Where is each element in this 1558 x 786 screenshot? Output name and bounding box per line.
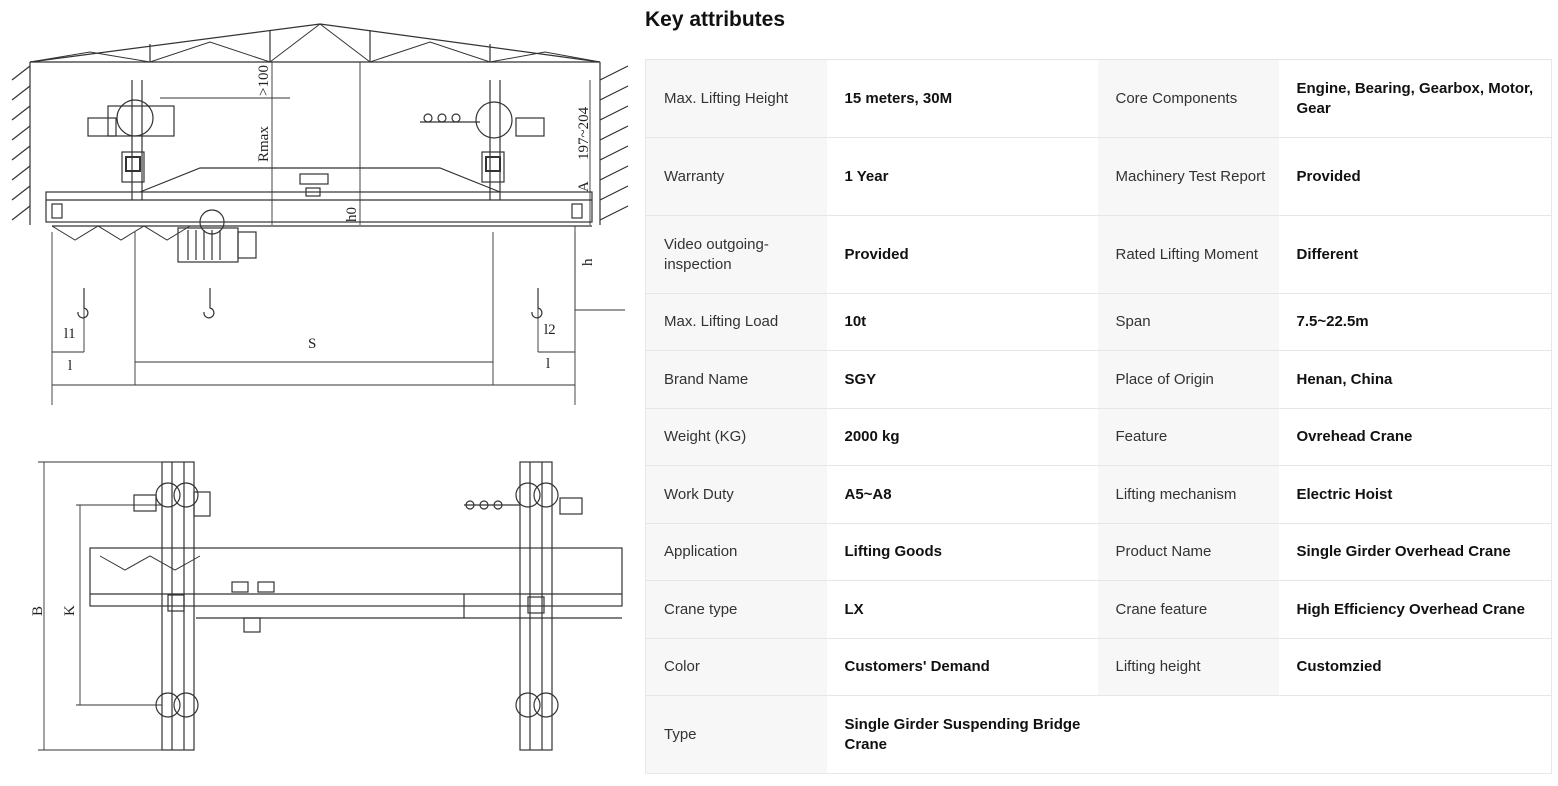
attribute-value: SGY	[826, 350, 1098, 409]
crane-drawing-svg: Rmax >100 197~204 A h0 h S l1 l2 l l B K	[11, 23, 629, 751]
table-row: Color Customers' Demand Lifting height C…	[645, 638, 1552, 696]
table-row: Weight (KG) 2000 kg Feature Ovrehead Cra…	[645, 408, 1552, 466]
label-s: S	[308, 336, 316, 352]
attribute-value: High Efficiency Overhead Crane	[1278, 580, 1552, 639]
table-row: Type Single Girder Suspending Bridge Cra…	[645, 695, 1552, 774]
table-row: Work Duty A5~A8 Lifting mechanism Electr…	[645, 465, 1552, 524]
attribute-label: Work Duty	[645, 465, 827, 524]
label-a: A	[576, 181, 592, 192]
attribute-label: Place of Origin	[1097, 350, 1279, 409]
table-row: Max. Lifting Height 15 meters, 30M Core …	[645, 59, 1552, 138]
attribute-value: Provided	[1278, 137, 1552, 216]
empty-cell	[1278, 695, 1552, 774]
attribute-value: Single Girder Suspending Bridge Crane	[826, 695, 1098, 774]
plan-dimensions	[38, 461, 162, 751]
attribute-label: Type	[645, 695, 827, 774]
attribute-value: 15 meters, 30M	[826, 59, 1098, 138]
label-gt100: >100	[256, 65, 272, 96]
attribute-value: A5~A8	[826, 465, 1098, 524]
table-row: Max. Lifting Load 10t Span 7.5~22.5m	[645, 293, 1552, 351]
crane-technical-drawing: Rmax >100 197~204 A h0 h S l1 l2 l l B K	[0, 0, 635, 781]
attribute-label: Lifting mechanism	[1097, 465, 1279, 524]
attribute-value: Engine, Bearing, Gearbox, Motor, Gear	[1278, 59, 1552, 138]
attribute-label: Max. Lifting Load	[645, 293, 827, 351]
attribute-value: Customers' Demand	[826, 638, 1098, 696]
attribute-label: Product Name	[1097, 523, 1279, 581]
attribute-label: Crane type	[645, 580, 827, 639]
label-197-204: 197~204	[576, 106, 592, 160]
attribute-label: Max. Lifting Height	[645, 59, 827, 138]
label-k: K	[62, 605, 78, 616]
attribute-value: Provided	[826, 215, 1098, 294]
label-h: h	[580, 258, 596, 266]
attribute-label: Warranty	[645, 137, 827, 216]
end-truck-right	[420, 80, 545, 200]
label-rmax: Rmax	[256, 126, 272, 162]
plan-girder	[89, 547, 623, 633]
roof-truss	[29, 23, 601, 63]
attribute-label: Color	[645, 638, 827, 696]
attribute-value: 2000 kg	[826, 408, 1098, 466]
attribute-value: 7.5~22.5m	[1278, 293, 1552, 351]
label-l2: l2	[544, 322, 556, 338]
attribute-value: Henan, China	[1278, 350, 1552, 409]
attribute-value: Electric Hoist	[1278, 465, 1552, 524]
attribute-label: Machinery Test Report	[1097, 137, 1279, 216]
key-attributes-panel: Key attributes Max. Lifting Height 15 me…	[645, 0, 1552, 781]
attribute-label: Application	[645, 523, 827, 581]
electric-hoist	[177, 209, 257, 263]
label-b: B	[30, 606, 46, 616]
attribute-value: Single Girder Overhead Crane	[1278, 523, 1552, 581]
crane-girder	[45, 167, 593, 241]
attribute-value: 10t	[826, 293, 1098, 351]
table-row: Crane type LX Crane feature High Efficie…	[645, 580, 1552, 639]
attribute-label: Weight (KG)	[645, 408, 827, 466]
attribute-label: Video outgoing-inspection	[645, 215, 827, 294]
section-title: Key attributes	[645, 8, 786, 31]
hooks	[77, 288, 543, 319]
label-l1: l1	[64, 326, 76, 342]
attribute-label: Crane feature	[1097, 580, 1279, 639]
attribute-label: Lifting height	[1097, 638, 1279, 696]
attribute-value: Lifting Goods	[826, 523, 1098, 581]
label-h0: h0	[344, 207, 360, 222]
end-truck-left	[87, 80, 175, 200]
attribute-value: 1 Year	[826, 137, 1098, 216]
attribute-label: Feature	[1097, 408, 1279, 466]
table-row: Application Lifting Goods Product Name S…	[645, 523, 1552, 581]
attribute-value: Different	[1278, 215, 1552, 294]
attribute-label: Span	[1097, 293, 1279, 351]
label-l-left: l	[68, 358, 72, 374]
table-row: Warranty 1 Year Machinery Test Report Pr…	[645, 137, 1552, 216]
attribute-label: Core Components	[1097, 59, 1279, 138]
attribute-label: Rated Lifting Moment	[1097, 215, 1279, 294]
attribute-value: LX	[826, 580, 1098, 639]
key-attributes-table: Max. Lifting Height 15 meters, 30M Core …	[645, 59, 1552, 774]
table-row: Video outgoing-inspection Provided Rated…	[645, 215, 1552, 294]
label-l-right: l	[546, 356, 550, 372]
attribute-value: Ovrehead Crane	[1278, 408, 1552, 466]
attribute-value: Customzied	[1278, 638, 1552, 696]
table-row: Brand Name SGY Place of Origin Henan, Ch…	[645, 350, 1552, 409]
attribute-label: Brand Name	[645, 350, 827, 409]
empty-cell	[1097, 695, 1279, 774]
left-wall	[11, 62, 31, 225]
dimension-lines	[51, 62, 625, 405]
right-wall	[599, 62, 629, 225]
